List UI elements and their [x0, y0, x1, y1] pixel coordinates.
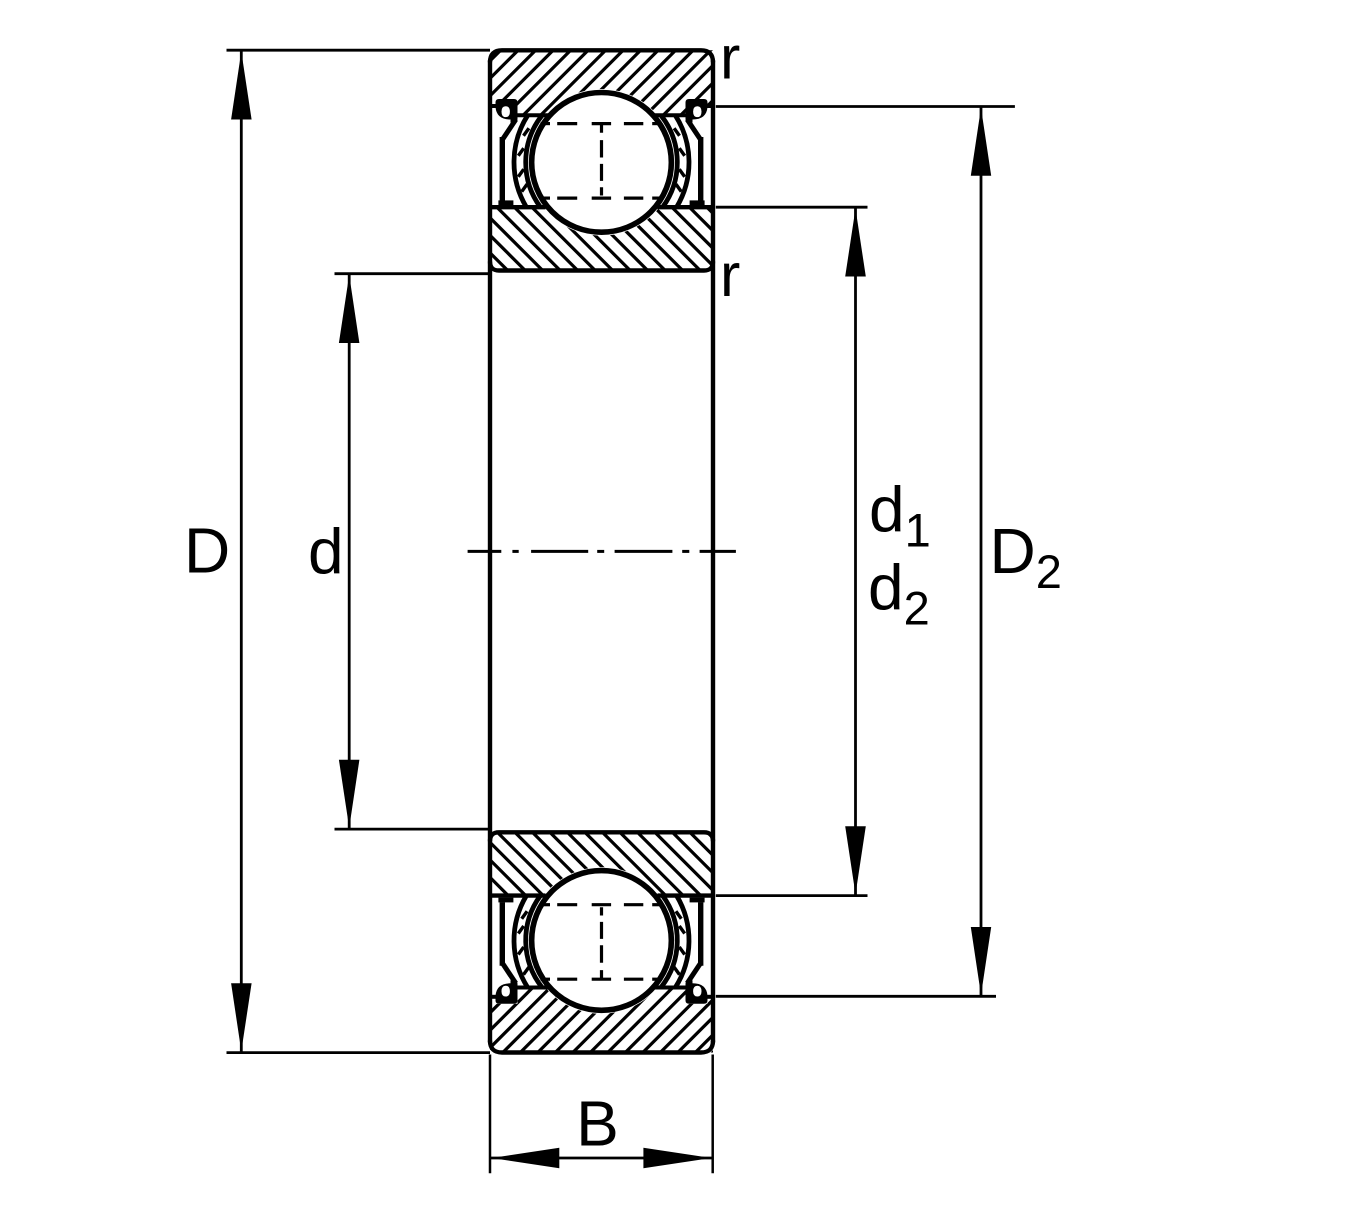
svg-text:r: r — [720, 24, 740, 92]
svg-text:r: r — [720, 241, 740, 309]
svg-text:D: D — [184, 515, 230, 587]
svg-text:B: B — [576, 1088, 619, 1160]
svg-text:d: d — [308, 516, 344, 588]
